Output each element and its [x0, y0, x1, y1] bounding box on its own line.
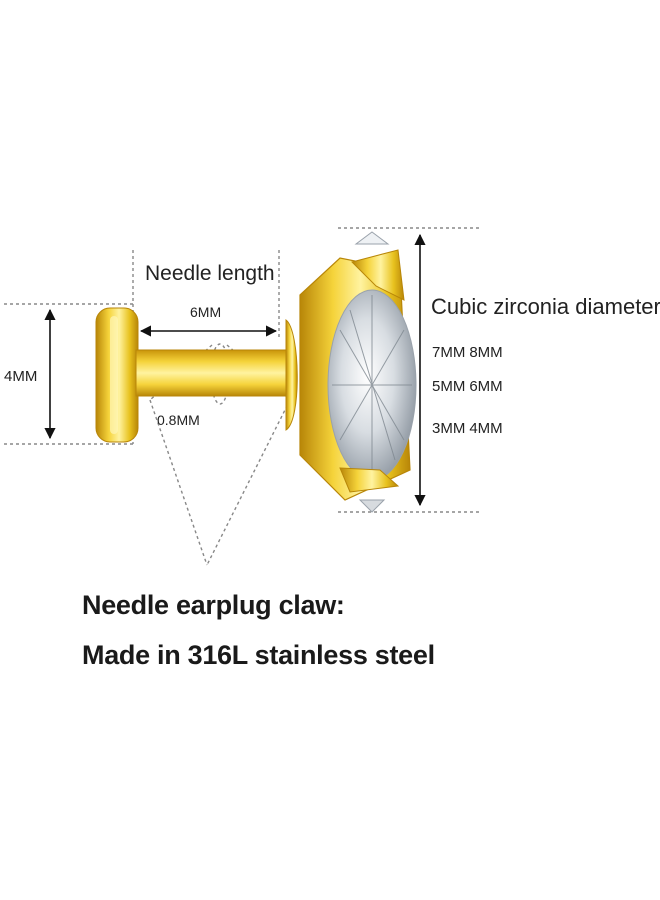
needle-length-label: Needle length: [145, 262, 275, 285]
needle-length-value: 6MM: [190, 304, 222, 320]
caption-line-2: Made in 316L stainless steel: [82, 640, 435, 670]
cz-size: 6MM: [469, 378, 503, 395]
needle-diameter-label: 0.8MM: [157, 412, 200, 428]
cz-size: 8MM: [469, 344, 503, 361]
cz-size: 3MM: [432, 420, 466, 437]
cz-size: 4MM: [469, 420, 503, 437]
needle-post: [135, 349, 287, 397]
cz-size: 5MM: [432, 378, 466, 395]
cz-size: 7MM: [432, 344, 466, 361]
cz-diameter-title: Cubic zirconia diameter: [431, 294, 660, 319]
earring-back-disc: [95, 307, 139, 443]
dimension-arrows: [44, 233, 426, 507]
caption-line-1: Needle earplug claw:: [82, 590, 345, 620]
cubic-zirconia-gem: [327, 231, 417, 513]
back-height-label: 4MM: [4, 368, 38, 385]
